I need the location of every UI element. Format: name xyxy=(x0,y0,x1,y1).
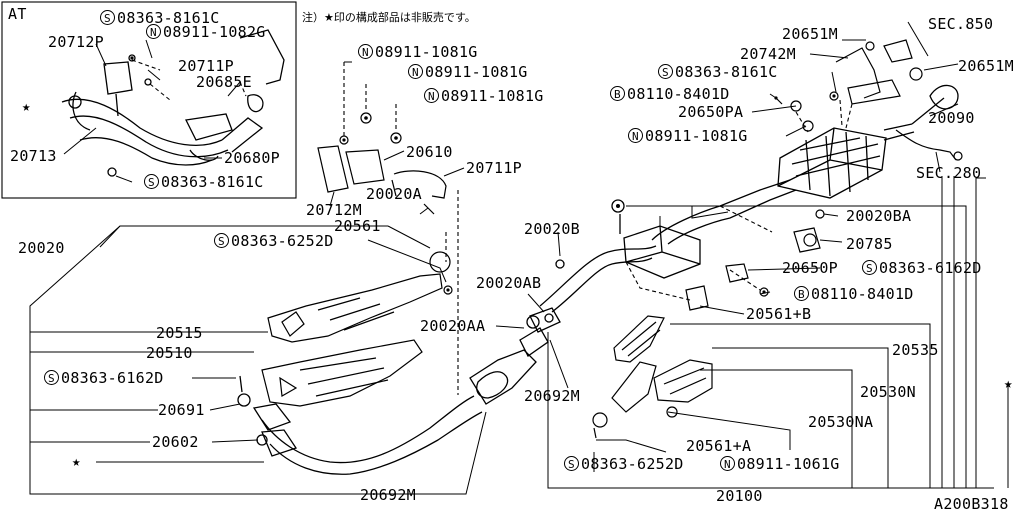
part-label[interactable]: 20692M xyxy=(524,387,580,405)
prefix-n-icon: N xyxy=(146,24,161,39)
part-label[interactable]: 20530N xyxy=(860,383,916,401)
part-label[interactable]: 20650PA xyxy=(678,103,744,121)
part-label[interactable]: 20020 xyxy=(18,239,65,257)
sensor-cable xyxy=(895,129,963,161)
at-inset-frame xyxy=(1,1,297,199)
front-pipe-assembly xyxy=(237,375,483,475)
part-label[interactable]: 20785 xyxy=(846,235,893,253)
prefix-s-icon: S xyxy=(144,174,159,189)
prefix-s-icon: S xyxy=(862,260,877,275)
prefix-n-icon: N xyxy=(628,128,643,143)
prefix-b-icon: B xyxy=(610,86,625,101)
part-label[interactable]: 20020A xyxy=(366,185,422,203)
part-label[interactable]: 20561+A xyxy=(686,437,752,455)
star-marker-inset: ★ xyxy=(22,99,31,115)
prefix-s-icon: S xyxy=(100,10,115,25)
part-label[interactable]: 20680P xyxy=(224,149,280,167)
prefix-n-icon: N xyxy=(408,64,423,79)
fastener-dots xyxy=(130,56,836,294)
prefix-n-icon: N xyxy=(358,44,373,59)
part-label[interactable]: 20685E xyxy=(196,73,252,91)
center-dashed-leaders xyxy=(343,62,459,395)
prefix-s-icon: S xyxy=(564,456,579,471)
part-label[interactable]: 20020AB xyxy=(476,274,542,292)
heat-shields-right xyxy=(592,315,713,439)
prefix-s-icon: S xyxy=(44,370,59,385)
center-pipe xyxy=(539,245,657,313)
part-label[interactable]: 20712M xyxy=(306,201,362,219)
rear-dashed-leaders xyxy=(625,99,853,301)
variant-label: AT xyxy=(8,5,27,23)
section-ref-850[interactable]: SEC.850 xyxy=(928,15,994,33)
part-label[interactable]: 20602 xyxy=(152,433,199,451)
mid-muffler xyxy=(611,179,797,279)
center-hangers xyxy=(317,112,447,215)
leader-lines xyxy=(29,21,1009,495)
part-label[interactable]: 20100 xyxy=(716,487,763,505)
prefix-s-icon: S xyxy=(658,64,673,79)
figure-code: A200B318 xyxy=(934,495,1009,512)
part-label[interactable]: 20510 xyxy=(146,344,193,362)
part-label[interactable]: 20530NA xyxy=(808,413,874,431)
prefix-n-icon: N xyxy=(424,88,439,103)
part-label[interactable]: 20020BA xyxy=(846,207,912,225)
part-label[interactable]: 20691 xyxy=(158,401,205,419)
part-label[interactable]: 20650P xyxy=(782,259,838,277)
prefix-s-icon: S xyxy=(214,233,229,248)
part-label[interactable]: 20515 xyxy=(156,324,203,342)
prefix-n-icon: N xyxy=(720,456,735,471)
part-label[interactable]: 20651M xyxy=(958,57,1014,75)
part-label[interactable]: 20020B xyxy=(524,220,580,238)
part-label[interactable]: 20535 xyxy=(892,341,939,359)
part-label[interactable]: 20020AA xyxy=(420,317,486,335)
star-marker-front: ★ xyxy=(72,454,81,470)
inset-front-pipe xyxy=(61,29,285,177)
part-label[interactable]: 20561+B xyxy=(746,305,812,323)
part-label[interactable]: 20712P xyxy=(48,33,104,51)
star-marker-rear: ★ xyxy=(1004,376,1013,392)
part-label[interactable]: 20713 xyxy=(10,147,57,165)
section-ref-280[interactable]: SEC.280 xyxy=(916,164,982,182)
part-label[interactable]: 20711P xyxy=(178,57,234,75)
part-label[interactable]: 20090 xyxy=(928,109,975,127)
heat-shields-left xyxy=(261,251,453,407)
rear-small-parts xyxy=(685,209,825,311)
rear-hangers xyxy=(775,39,923,132)
header-note: 注）★印の構成部品は非販売です。 xyxy=(302,11,476,24)
part-label[interactable]: 20561 xyxy=(334,217,381,235)
part-label[interactable]: 20742M xyxy=(740,45,796,63)
prefix-b-icon: B xyxy=(794,286,809,301)
part-label[interactable]: 20651M xyxy=(782,25,838,43)
inset-dashed-leaders xyxy=(131,59,247,101)
part-label[interactable]: 20711P xyxy=(466,159,522,177)
part-label[interactable]: 20610 xyxy=(406,143,453,161)
main-muffler xyxy=(777,84,959,199)
part-label[interactable]: 20692M xyxy=(360,486,416,504)
